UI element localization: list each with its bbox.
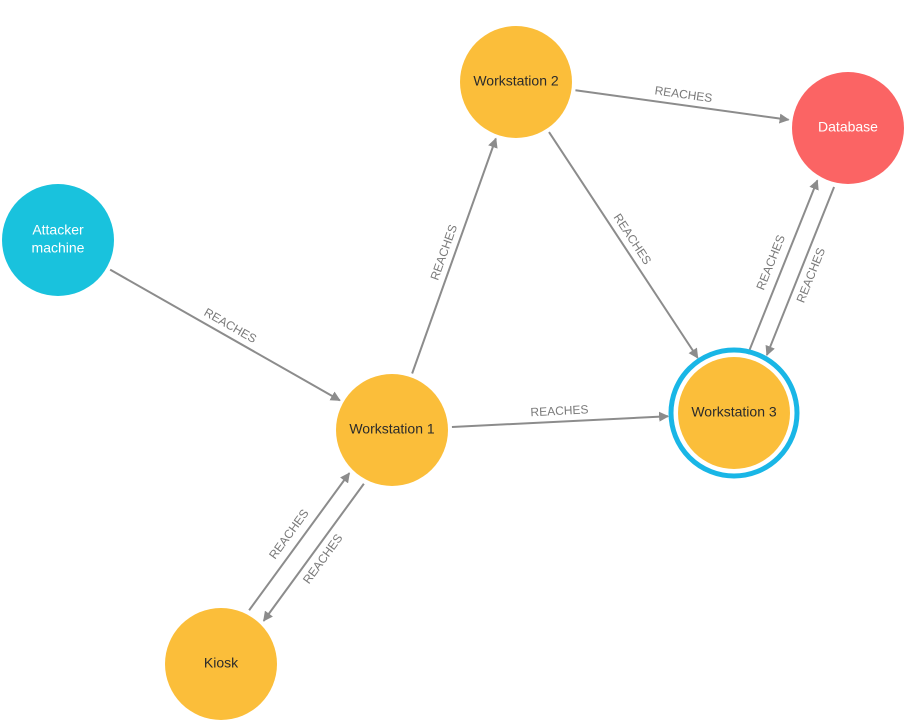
- node-db[interactable]: Database: [792, 72, 904, 184]
- node-circle[interactable]: [460, 26, 572, 138]
- edge-line[interactable]: [548, 131, 699, 359]
- edge-line[interactable]: [765, 186, 836, 356]
- node-label: Database: [818, 119, 878, 135]
- edge-line[interactable]: [248, 472, 351, 611]
- node-label: Workstation 3: [691, 404, 777, 420]
- edge-ws1-to-ws2[interactable]: REACHES: [411, 137, 498, 374]
- edge-line[interactable]: [451, 411, 670, 429]
- node-circle[interactable]: [678, 357, 790, 469]
- edge-line[interactable]: [575, 89, 790, 124]
- node-kiosk[interactable]: Kiosk: [165, 608, 277, 720]
- node-ws2[interactable]: Workstation 2: [460, 26, 572, 138]
- edge-label: REACHES: [530, 402, 589, 419]
- edge-ws2-to-db[interactable]: REACHES: [575, 83, 790, 124]
- node-label: Workstation 1: [349, 421, 435, 437]
- edge-line[interactable]: [109, 268, 341, 402]
- edge-line[interactable]: [262, 483, 365, 622]
- node-circle[interactable]: [792, 72, 904, 184]
- node-circle[interactable]: [336, 374, 448, 486]
- edge-attacker-to-ws1[interactable]: REACHES: [109, 268, 341, 402]
- node-ws1[interactable]: Workstation 1: [336, 374, 448, 486]
- edge-line[interactable]: [746, 179, 819, 355]
- node-ws3[interactable]: Workstation 3: [668, 347, 800, 479]
- node-label: Workstation 2: [473, 73, 559, 89]
- node-attacker[interactable]: Attacker machine: [2, 184, 114, 296]
- node-label: Attacker: [32, 222, 84, 238]
- node-circle[interactable]: [165, 608, 277, 720]
- selection-ring: [668, 347, 800, 479]
- edge-line[interactable]: [411, 137, 498, 374]
- edge-ws2-to-ws3[interactable]: REACHES: [548, 131, 699, 359]
- node-label: machine: [32, 240, 85, 256]
- node-circle[interactable]: [2, 184, 114, 296]
- edge-ws1-to-ws3[interactable]: REACHES: [451, 402, 670, 429]
- edge-label: REACHES: [753, 233, 788, 292]
- edge-db-to-ws3[interactable]: REACHES: [765, 186, 836, 356]
- node-label: Kiosk: [204, 655, 239, 671]
